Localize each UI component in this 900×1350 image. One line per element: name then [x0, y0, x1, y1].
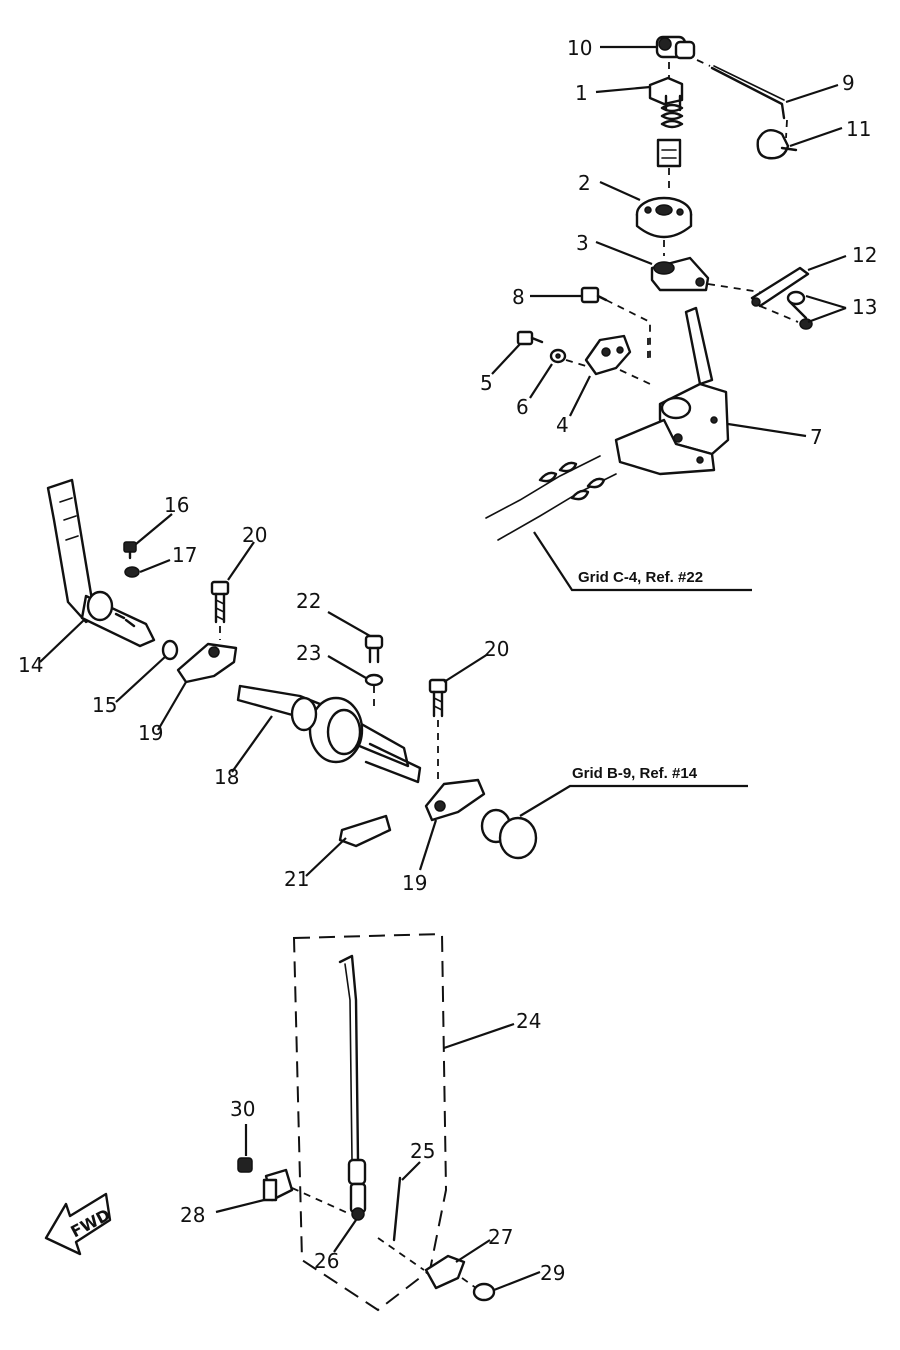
callout-15: 15 [92, 693, 117, 717]
reference-labels: Grid C-4, Ref. #22 Grid B-9, Ref. #14 [572, 569, 703, 782]
callout-17: 17 [172, 543, 197, 567]
shift-cables [485, 455, 617, 541]
leader-lines [39, 45, 847, 1292]
part-19-clamp-right [424, 778, 486, 822]
part-25-pin [392, 1176, 402, 1242]
callout-8: 8 [512, 285, 525, 309]
fwd-direction-arrow: FWD [44, 1192, 113, 1256]
part-9-link-rod [696, 59, 786, 120]
callout-5: 5 [480, 371, 493, 395]
callout-21: 21 [284, 867, 309, 891]
part-20-bolt-left [210, 580, 230, 640]
part-10-ball-joint [655, 35, 696, 60]
callout-24: 24 [516, 1009, 541, 1033]
part-7-housing [614, 306, 730, 476]
part-13-pins [759, 290, 813, 330]
part-23-washer [364, 673, 384, 712]
callout-11: 11 [846, 117, 871, 141]
part-12-link-plate [750, 266, 810, 308]
callout-28: 28 [180, 1203, 205, 1227]
part-16-screw [123, 541, 137, 560]
callout-20-right: 20 [484, 637, 509, 661]
part-5-bolt [516, 330, 544, 346]
part-18-shift-shaft [236, 684, 422, 784]
upper-assembly [485, 35, 813, 541]
callout-20-left: 20 [242, 523, 267, 547]
callout-9: 9 [842, 71, 855, 95]
part-30-nut [237, 1157, 253, 1173]
middle-assembly [46, 478, 538, 860]
ref-grid-c4: Grid C-4, Ref. #22 [578, 569, 703, 586]
part-1-control-shaft [648, 62, 684, 190]
callout-13: 13 [852, 295, 877, 319]
part-2-cam-disk [635, 196, 693, 239]
callout-29: 29 [540, 1261, 565, 1285]
callout-numbers: 10 1 9 11 2 3 12 13 8 5 6 4 7 16 17 20 1… [18, 36, 877, 1285]
callout-22: 22 [296, 589, 321, 613]
ref-grid-b9: Grid B-9, Ref. #14 [572, 765, 698, 782]
callout-27: 27 [488, 1225, 513, 1249]
part-27-joint [377, 1237, 466, 1290]
callout-2: 2 [578, 171, 591, 195]
callout-12: 12 [852, 243, 877, 267]
callout-6: 6 [516, 395, 529, 419]
part-15-pin [161, 639, 179, 661]
callout-26: 26 [314, 1249, 339, 1273]
lower-assembly [237, 932, 496, 1312]
part-22-bolt [364, 634, 384, 664]
callout-7: 7 [810, 425, 823, 449]
part-3-bearing-cap [650, 240, 761, 293]
part-29-cap [461, 1277, 496, 1302]
callout-23: 23 [296, 641, 321, 665]
callout-10: 10 [567, 36, 592, 60]
part-28-bracket [262, 1168, 351, 1215]
part-11-rod-clip [756, 119, 798, 160]
part-6-washer [549, 348, 587, 367]
part-19-clamp-left [176, 642, 238, 684]
callout-30: 30 [230, 1097, 255, 1121]
callout-3: 3 [576, 231, 589, 255]
callout-18: 18 [214, 765, 239, 789]
knob-part [480, 808, 538, 860]
part-17-washer [124, 566, 140, 578]
callout-19-right: 19 [402, 871, 427, 895]
callout-1: 1 [575, 81, 588, 105]
callout-16: 16 [164, 493, 189, 517]
part-24-throttle-rod [338, 954, 367, 1221]
part-4-bracket [584, 334, 651, 385]
callout-14: 14 [18, 653, 43, 677]
callout-25: 25 [410, 1139, 435, 1163]
part-20-bolt-right [428, 678, 448, 780]
part-21-clip [338, 814, 392, 848]
callout-19-left: 19 [138, 721, 163, 745]
callout-4: 4 [556, 413, 569, 437]
part-14-shift-lever [46, 478, 156, 648]
